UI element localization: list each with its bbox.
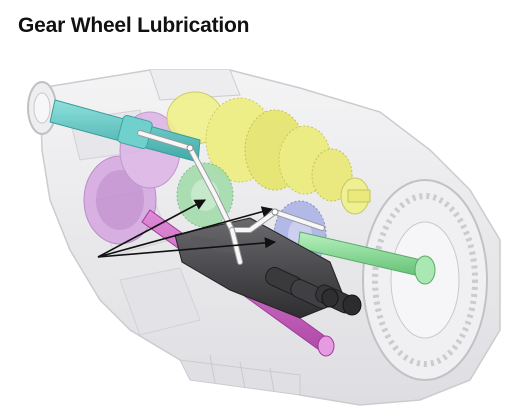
input-shaft (49, 99, 201, 163)
callout-arrow-1 (97, 199, 206, 258)
page-title: Gear Wheel Lubrication (18, 14, 250, 37)
callout-arrow-3 (97, 237, 277, 258)
hydraulic-control-block (174, 217, 362, 319)
callout-arrow-2 (97, 206, 274, 258)
yellow-gear-pack (166, 91, 371, 215)
output-shaft (297, 231, 436, 285)
callout-arrows (97, 199, 277, 258)
green-gear (176, 162, 234, 228)
